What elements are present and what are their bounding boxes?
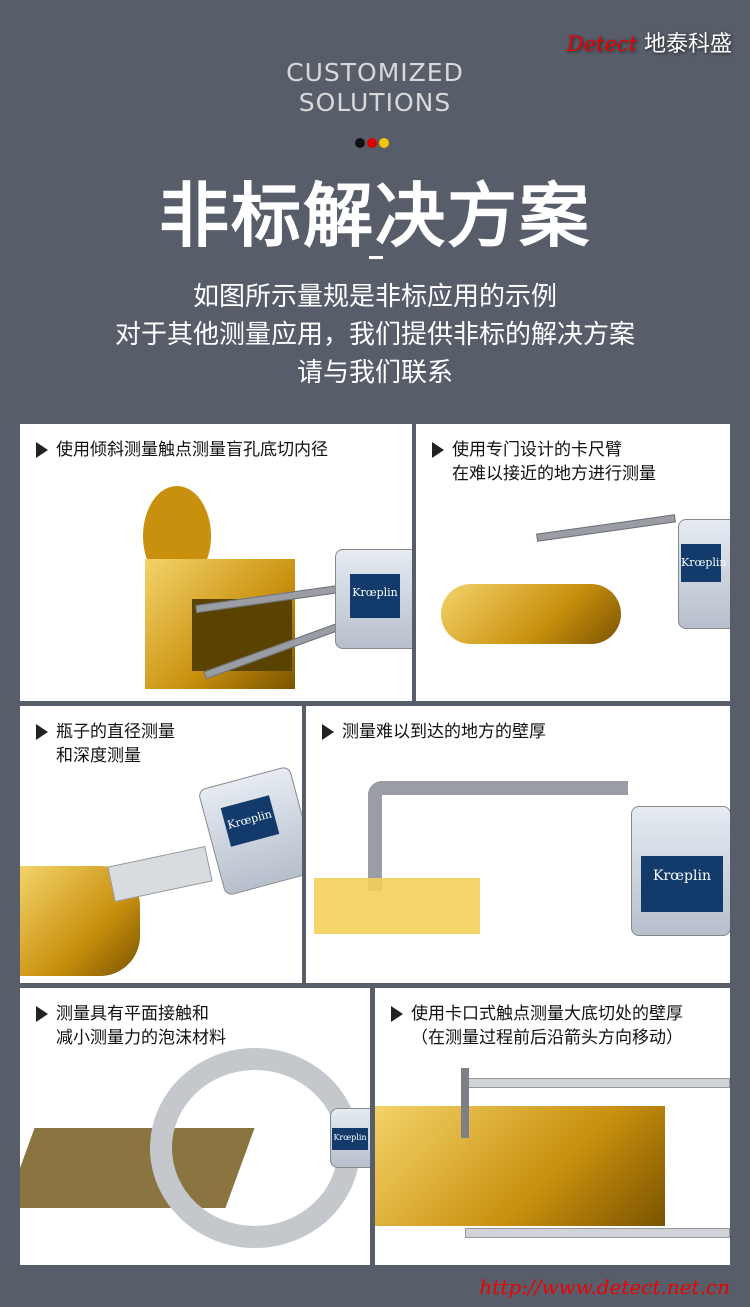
caliper-frame <box>150 1048 360 1248</box>
panel-caption: 使用卡口式触点测量大底切处的壁厚 （在测量过程前后沿箭头方向移动） <box>391 1002 683 1050</box>
pipe-elbow <box>441 584 621 644</box>
panel-wall-thickness: 测量难以到达的地方的壁厚 Krœplin <box>306 706 730 983</box>
subtitle-line: SOLUTIONS <box>298 88 452 117</box>
panel-caption: 使用倾斜测量触点测量盲孔底切内径 <box>36 438 328 462</box>
panel-special-arm: 使用专门设计的卡尺臂在难以接近的地方进行测量 Krœplin <box>416 424 730 701</box>
panel-undercut-bore: 使用倾斜测量触点测量盲孔底切内径 Krœplin <box>20 424 412 701</box>
depth-ruler <box>107 845 213 903</box>
gauge-label: Krœplin <box>641 856 723 912</box>
caliper-arm <box>536 514 676 542</box>
dot <box>379 138 389 148</box>
panel-caption: 使用专门设计的卡尺臂在难以接近的地方进行测量 <box>432 438 656 486</box>
gauge-label: Krœplin <box>681 544 727 582</box>
desc-line: 对于其他测量应用，我们提供非标的解决方案 <box>114 320 635 350</box>
website-link[interactable]: http://www.detect.net.cn <box>479 1275 730 1299</box>
description: 如图所示量规是非标应用的示例 对于其他测量应用，我们提供非标的解决方案 请与我们… <box>0 278 750 392</box>
subtitle-line: CUSTOMIZED <box>286 58 464 87</box>
color-dots <box>355 138 389 148</box>
caption-line: 测量具有平面接触和 <box>56 1004 209 1024</box>
caliper-frame <box>368 781 628 891</box>
caption-line: 和深度测量 <box>56 746 141 766</box>
caption-line: 使用专门设计的卡尺臂 <box>452 440 622 460</box>
brand-logo: Detect 地泰科盛 <box>567 26 732 58</box>
desc-line: 如图所示量规是非标应用的示例 <box>192 282 557 312</box>
caliper-arm <box>465 1228 730 1238</box>
caliper-arm <box>465 1078 730 1088</box>
caption-line: （在测量过程前后沿箭头方向移动） <box>411 1028 683 1048</box>
dot <box>355 138 365 148</box>
gauge-label: Krœplin <box>332 1128 368 1150</box>
dot <box>367 138 377 148</box>
desc-line: 请与我们联系 <box>296 358 453 388</box>
panel-caption: 测量具有平面接触和减小测量力的泡沫材料 <box>36 1002 226 1050</box>
caption-line: 使用卡口式触点测量大底切处的壁厚 <box>411 1004 683 1024</box>
panel-bottle: 瓶子的直径测量和深度测量 Krœplin <box>20 706 302 983</box>
panel-foam: 测量具有平面接触和减小测量力的泡沫材料 Krœplin <box>20 988 370 1265</box>
gauge-label: Krœplin <box>350 574 400 618</box>
caption-line: 减小测量力的泡沫材料 <box>56 1028 226 1048</box>
workpiece <box>314 878 480 934</box>
divider <box>369 256 383 259</box>
panel-bayonet: 使用卡口式触点测量大底切处的壁厚 （在测量过程前后沿箭头方向移动） <box>375 988 730 1265</box>
bayonet-contact <box>461 1068 469 1138</box>
brand-en: Detect <box>566 32 637 56</box>
panel-caption: 测量难以到达的地方的壁厚 <box>322 720 546 744</box>
brand-cn: 地泰科盛 <box>643 32 732 57</box>
panel-caption: 瓶子的直径测量和深度测量 <box>36 720 175 768</box>
workpiece <box>375 1106 665 1226</box>
page-title: 非标解决方案 <box>159 175 591 257</box>
caption-line: 在难以接近的地方进行测量 <box>452 464 656 484</box>
caption-line: 使用倾斜测量触点测量盲孔底切内径 <box>56 440 328 460</box>
caption-line: 瓶子的直径测量 <box>56 722 175 742</box>
caption-line: 测量难以到达的地方的壁厚 <box>342 722 546 742</box>
